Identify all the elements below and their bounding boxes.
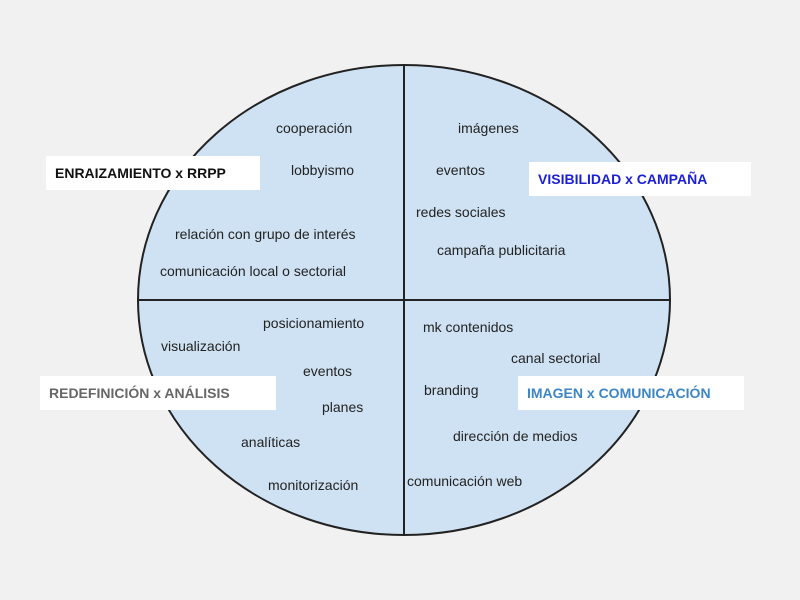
term-eventos-top: eventos (436, 162, 486, 178)
term-imagenes: imágenes (458, 120, 519, 136)
term-comunicacion-web: comunicación web (407, 473, 523, 489)
label-enraizamiento-rrpp: ENRAIZAMIENTO x RRPP (46, 156, 260, 190)
term-mk-contenidos: mk contenidos (423, 319, 514, 335)
term-relacion-grupo-interes: relación con grupo de interés (175, 226, 356, 242)
term-planes: planes (322, 399, 364, 415)
term-eventos-bottom: eventos (303, 363, 353, 379)
term-comunicacion-local-sectorial: comunicación local o sectorial (160, 263, 346, 279)
label-visibilidad-campana: VISIBILIDAD x CAMPAÑA (529, 162, 751, 196)
term-monitorizacion: monitorización (268, 477, 359, 493)
term-visualizacion: visualización (161, 338, 241, 354)
term-branding: branding (424, 382, 479, 398)
term-posicionamiento: posicionamiento (263, 315, 365, 331)
term-lobbyismo: lobbyismo (291, 162, 355, 178)
term-redes-sociales: redes sociales (416, 204, 506, 220)
term-analiticas: analíticas (241, 434, 301, 450)
term-direccion-medios: dirección de medios (453, 428, 578, 444)
label-imagen-comunicacion: IMAGEN x COMUNICACIÓN (518, 376, 744, 410)
term-cooperacion: cooperación (276, 120, 353, 136)
label-redefinicion-analisis: REDEFINICIÓN x ANÁLISIS (40, 376, 276, 410)
term-campana-publicitaria: campaña publicitaria (437, 242, 566, 258)
term-canal-sectorial: canal sectorial (511, 350, 601, 366)
